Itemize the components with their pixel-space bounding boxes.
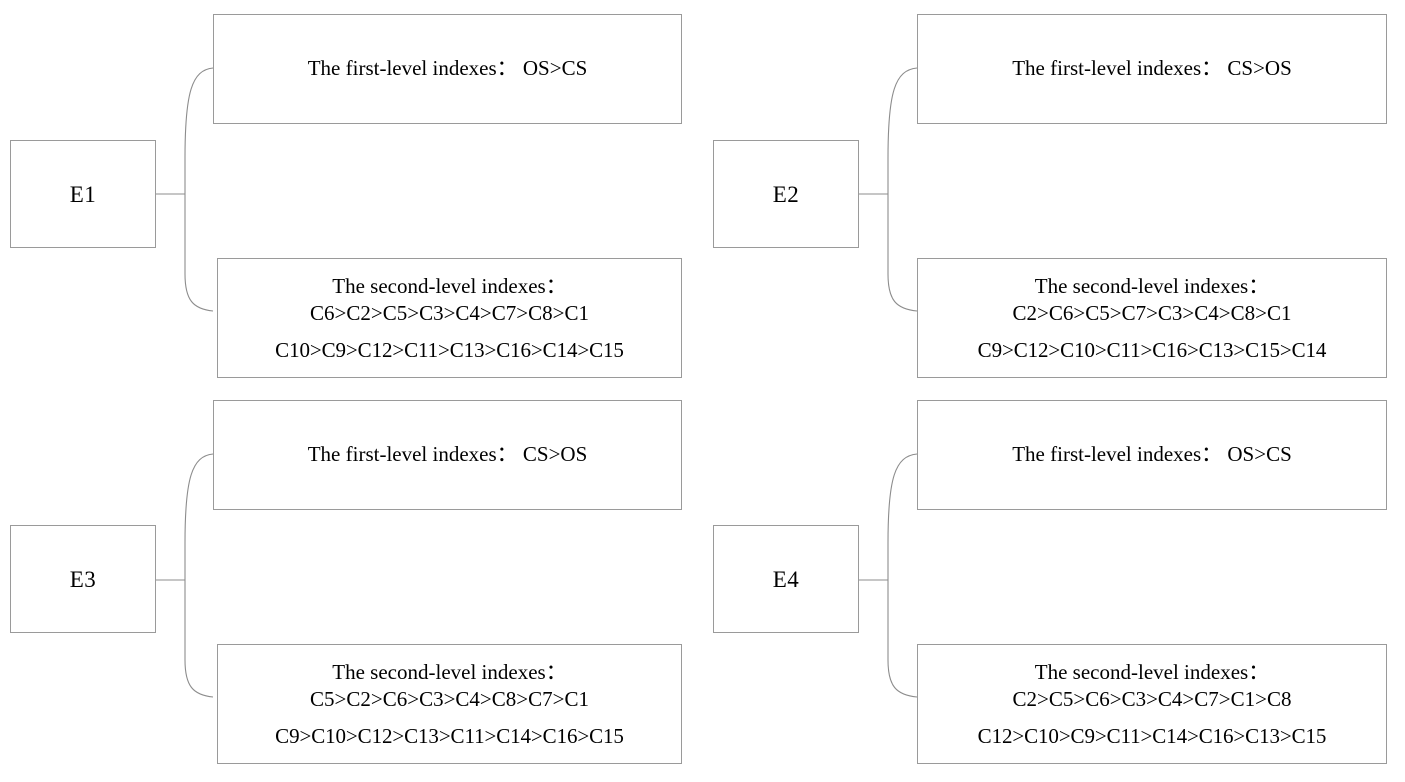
second-level-box-e2: The second-level indexes： C2>C6>C5>C7>C3…	[917, 258, 1387, 378]
second-level-ranking-line-1: C2>C5>C6>C3>C4>C7>C1>C8	[1012, 686, 1292, 711]
first-level-box-e3: The first-level indexes： CS>OS	[213, 400, 682, 510]
second-level-box-e3: The second-level indexes： C5>C2>C6>C3>C4…	[217, 644, 682, 764]
brace-e1	[156, 67, 214, 312]
first-level-box-e2: The first-level indexes： CS>OS	[917, 14, 1387, 124]
expert-box-e1[interactable]: E1	[10, 140, 156, 248]
second-level-ranking-line-2: C9>C10>C12>C13>C11>C14>C16>C15	[275, 724, 624, 749]
second-level-ranking-line-2: C9>C12>C10>C11>C16>C13>C15>C14	[977, 338, 1327, 363]
second-level-ranking-line-1: C5>C2>C6>C3>C4>C8>C7>C1	[310, 686, 589, 711]
first-level-box-e1: The first-level indexes： OS>CS	[213, 14, 682, 124]
expert-label: E2	[772, 181, 800, 207]
expert-label: E3	[69, 566, 97, 592]
expert-label: E4	[772, 566, 800, 592]
second-level-ranking-line-1: C6>C2>C5>C3>C4>C7>C8>C1	[310, 300, 589, 325]
first-level-text: The first-level indexes： OS>CS	[307, 56, 588, 81]
expert-box-e3[interactable]: E3	[10, 525, 156, 633]
second-level-ranking-line-1: C2>C6>C5>C7>C3>C4>C8>C1	[1012, 300, 1292, 325]
second-level-ranking-line-2: C10>C9>C12>C11>C13>C16>C14>C15	[275, 338, 624, 363]
second-level-title: The second-level indexes：	[1034, 659, 1270, 684]
second-level-box-e1: The second-level indexes： C6>C2>C5>C3>C4…	[217, 258, 682, 378]
first-level-text: The first-level indexes： CS>OS	[1012, 56, 1292, 81]
second-level-title: The second-level indexes：	[332, 659, 567, 684]
second-level-title: The second-level indexes：	[1034, 273, 1270, 298]
first-level-box-e4: The first-level indexes： OS>CS	[917, 400, 1387, 510]
brace-e3	[156, 453, 214, 698]
first-level-text: The first-level indexes： OS>CS	[1012, 442, 1292, 467]
brace-e4	[858, 453, 918, 698]
expert-box-e4[interactable]: E4	[713, 525, 859, 633]
second-level-ranking-line-2: C12>C10>C9>C11>C14>C16>C13>C15	[977, 724, 1327, 749]
expert-label: E1	[69, 181, 97, 207]
second-level-title: The second-level indexes：	[332, 273, 567, 298]
brace-e2	[858, 67, 918, 312]
second-level-box-e4: The second-level indexes： C2>C5>C6>C3>C4…	[917, 644, 1387, 764]
first-level-text: The first-level indexes： CS>OS	[307, 442, 588, 467]
expert-box-e2[interactable]: E2	[713, 140, 859, 248]
